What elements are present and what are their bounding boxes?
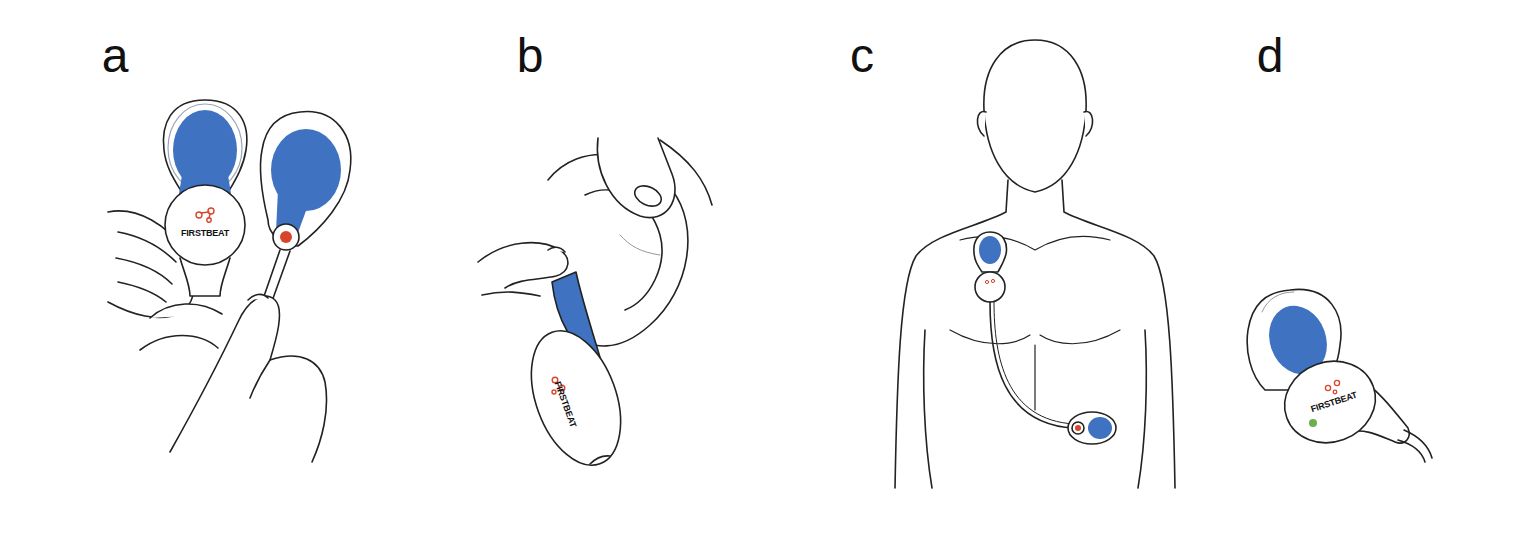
brand-logo bbox=[196, 208, 214, 222]
chest-sensor-stroke bbox=[974, 232, 1007, 272]
panel-letter: b bbox=[517, 32, 544, 80]
panel-letter: d bbox=[1257, 32, 1284, 80]
top-thumb-stroke bbox=[632, 182, 665, 210]
left-hand-stroke bbox=[118, 282, 166, 302]
panel-b-illustration bbox=[478, 138, 712, 477]
panel-a-illustration bbox=[108, 100, 351, 462]
right-hand-stroke bbox=[150, 304, 222, 318]
top-thumb-stroke bbox=[660, 140, 712, 205]
left-fingers-stroke bbox=[482, 292, 540, 296]
brand-logo bbox=[985, 279, 994, 283]
chest-sensor bbox=[974, 232, 1074, 428]
panel-letter: c bbox=[850, 32, 874, 80]
right-electrode-stroke bbox=[280, 231, 292, 243]
torso-outline-stroke bbox=[984, 40, 1086, 192]
peeled-electrode-stroke bbox=[590, 456, 610, 464]
chest-sensor-stroke bbox=[990, 302, 1074, 428]
brand-logo-stroke bbox=[201, 212, 210, 218]
right-hand bbox=[140, 294, 327, 462]
torso-outline-stroke bbox=[1084, 111, 1093, 136]
top-thumb-stroke bbox=[597, 138, 675, 218]
torso-outline bbox=[895, 40, 1175, 488]
left-fingers-stroke bbox=[548, 247, 565, 252]
right-hand-stroke bbox=[140, 336, 218, 351]
sensor-unit bbox=[1273, 349, 1432, 462]
left-hand-stroke bbox=[116, 258, 172, 284]
right-electrode-stroke bbox=[273, 224, 299, 250]
brand-logo-stroke bbox=[1333, 390, 1337, 394]
chest-sensor-stroke bbox=[979, 236, 1001, 264]
sensor-body-stroke bbox=[165, 185, 245, 265]
panel-d-illustration bbox=[1247, 289, 1432, 462]
peeled-electrode bbox=[514, 272, 637, 477]
sensor-unit-stroke bbox=[1398, 430, 1432, 462]
lower-electrode bbox=[1068, 412, 1116, 444]
sensor-unit-stroke bbox=[1273, 349, 1387, 456]
brand-logo-stroke bbox=[1334, 380, 1339, 385]
liner-sheet-stroke bbox=[620, 235, 660, 255]
right-electrode-stroke bbox=[260, 112, 350, 246]
torso-outline-stroke bbox=[977, 111, 986, 136]
lower-electrode-stroke bbox=[1075, 425, 1081, 431]
panel-c-illustration bbox=[895, 40, 1175, 488]
right-hand-stroke bbox=[250, 360, 270, 398]
brand-logo bbox=[1325, 380, 1339, 393]
top-thumb bbox=[597, 138, 712, 218]
right-hand-stroke bbox=[170, 296, 327, 462]
right-electrode bbox=[260, 112, 350, 304]
lower-electrode-stroke bbox=[1072, 422, 1084, 434]
torso-outline-stroke bbox=[1034, 345, 1035, 410]
lower-electrode-stroke bbox=[1088, 417, 1112, 439]
right-hand-stroke bbox=[248, 294, 268, 300]
chest-sensor-stroke bbox=[994, 302, 1074, 424]
brand-logo-stroke bbox=[991, 279, 994, 282]
torso-outline-stroke bbox=[950, 330, 1120, 344]
chest-sensor-stroke bbox=[975, 272, 1005, 302]
brand-text: FIRSTBEAT bbox=[181, 229, 229, 238]
sensor-body bbox=[165, 185, 245, 296]
panel-letter: a bbox=[102, 32, 129, 80]
sensor-unit-stroke bbox=[1309, 419, 1317, 427]
brand-logo-stroke bbox=[1325, 385, 1330, 390]
torso-outline-stroke bbox=[924, 330, 932, 488]
lower-electrode-stroke bbox=[1068, 412, 1116, 444]
brand-logo-stroke bbox=[208, 208, 214, 214]
brand-logo-stroke bbox=[985, 280, 988, 283]
peeled-electrode-stroke bbox=[514, 319, 637, 478]
torso-outline-stroke bbox=[1138, 330, 1146, 488]
